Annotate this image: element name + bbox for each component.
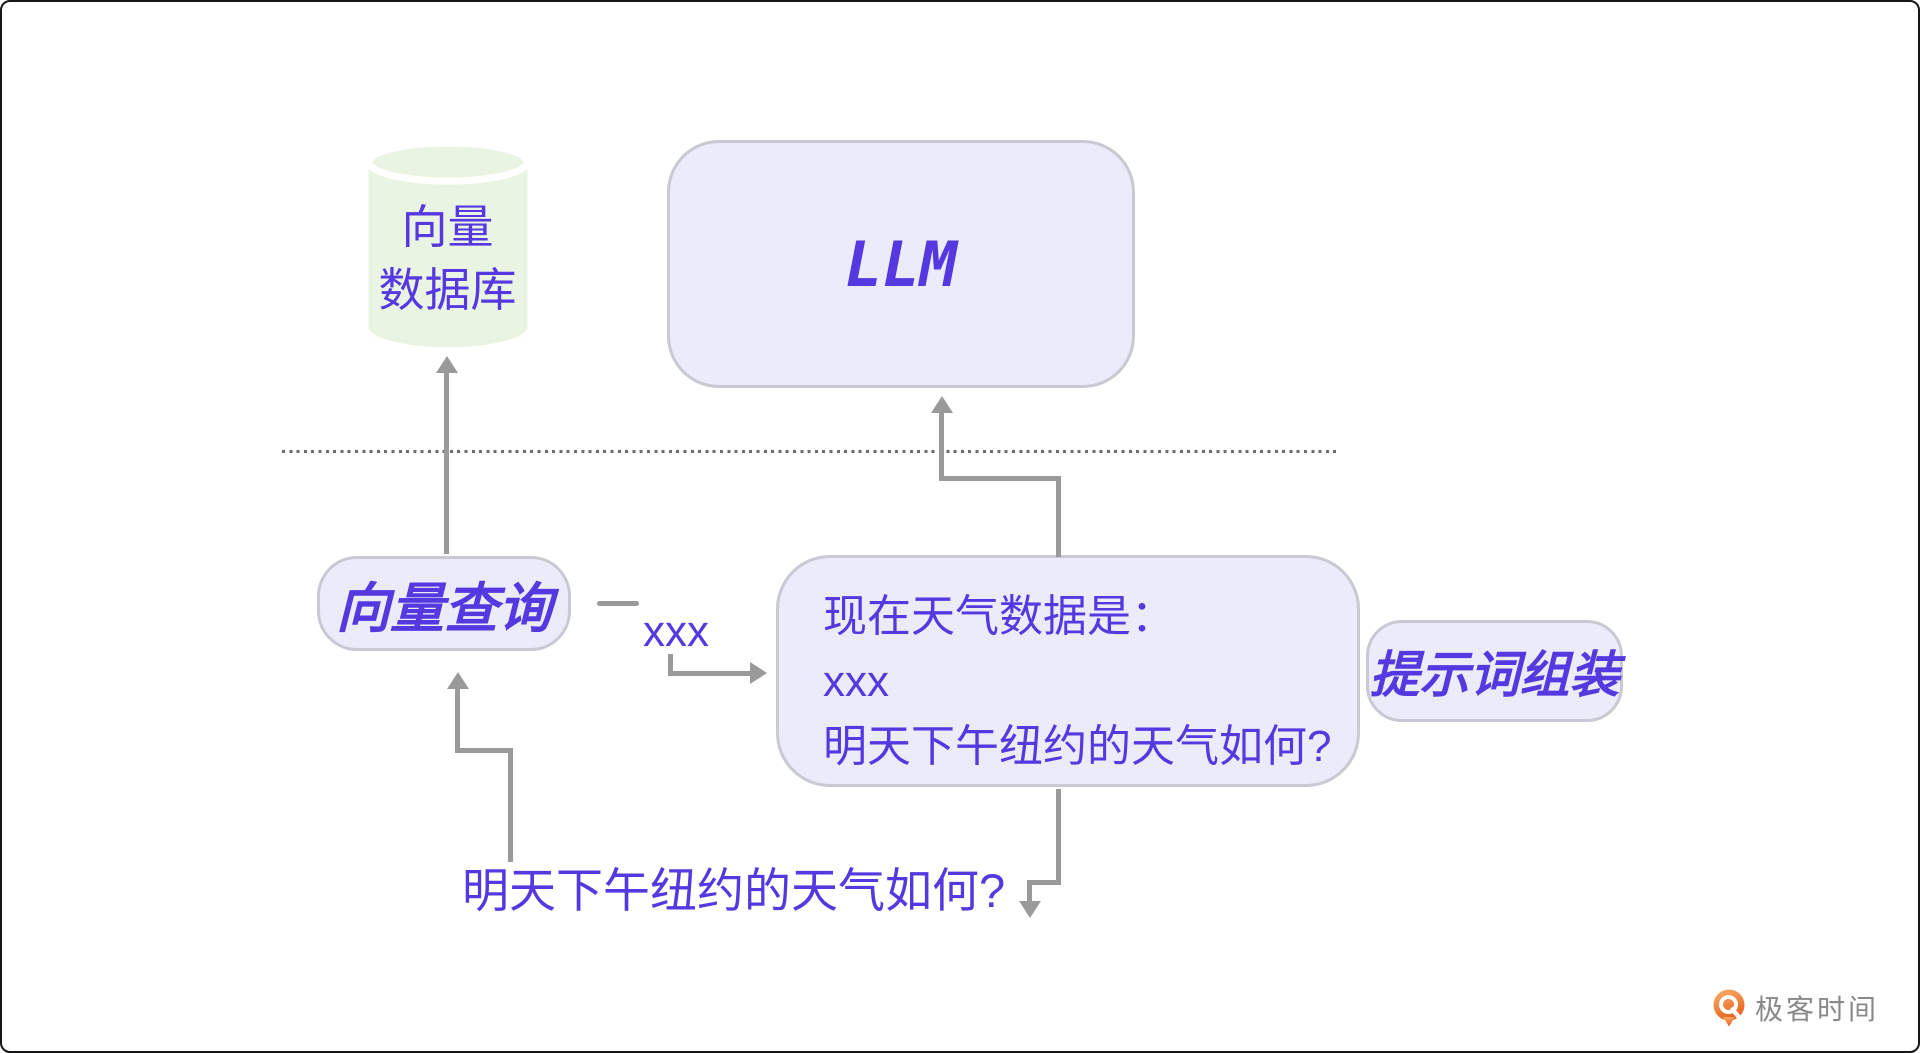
prompt-line-question: 明天下午纽约的天气如何? xyxy=(823,722,1332,771)
brand-name: 极客时间 xyxy=(1755,994,1880,1025)
arrow-prompt-to-llm-seg3 xyxy=(939,412,944,479)
prompt-content-node: 现在天气数据是： xxx 明天下午纽约的天气如何? xyxy=(776,555,1360,787)
arrow-prompt-down-seg3 xyxy=(1027,880,1032,902)
llm-label: LLM xyxy=(845,227,957,301)
arrow-prompt-down-seg1 xyxy=(1056,789,1061,885)
user-question-text: 明天下午纽约的天气如何? xyxy=(462,864,1006,917)
prompt-line-weather-data: 现在天气数据是： xyxy=(823,592,1175,641)
vector-db-label-line2: 数据库 xyxy=(378,264,517,316)
vector-query-node: 向量查询 xyxy=(317,556,571,651)
arrow-prompt-down-head-icon xyxy=(1019,901,1041,918)
arrow-xxx-to-prompt-head-icon xyxy=(750,662,767,684)
arrow-prompt-to-llm-seg1 xyxy=(1056,476,1061,557)
vector-db-label-line1: 向量 xyxy=(401,201,494,253)
dotted-divider-line xyxy=(282,450,1339,453)
prompt-content-text: 现在天气数据是： xxx 明天下午纽约的天气如何? xyxy=(779,558,1331,779)
llm-node: LLM xyxy=(667,140,1135,388)
database-cylinder-icon xyxy=(365,139,531,348)
query-xxx-connector-dash xyxy=(597,601,639,606)
prompt-assembly-node: 提示词组装 xyxy=(1366,620,1623,722)
arrow-prompt-down-seg2 xyxy=(1027,880,1061,885)
vector-db-label: 向量 数据库 xyxy=(367,196,528,322)
xxx-label: xxx xyxy=(643,607,709,656)
prompt-assembly-label: 提示词组装 xyxy=(1369,647,1620,703)
geektime-logo-icon xyxy=(1713,989,1745,1027)
vector-query-label: 向量查询 xyxy=(336,579,552,639)
arrow-prompt-to-llm-head-icon xyxy=(931,396,953,413)
prompt-line-xxx: xxx xyxy=(823,657,889,706)
arrow-prompt-to-llm-seg2 xyxy=(939,476,1061,481)
brand-footer: 极客时间 xyxy=(1712,988,1879,1028)
vector-db-cylinder xyxy=(365,139,531,348)
arrow-xxx-to-prompt-seg1 xyxy=(668,654,673,676)
arrow-query-to-db-line xyxy=(444,372,449,554)
arrow-question-to-query-head-icon xyxy=(447,672,469,689)
arrow-question-to-query-seg2 xyxy=(455,748,513,753)
arrow-question-to-query-seg1 xyxy=(508,748,513,862)
arrow-question-to-query-seg3 xyxy=(455,688,460,752)
arrow-xxx-to-prompt-seg2 xyxy=(668,671,754,676)
arrow-query-to-db-head-icon xyxy=(436,356,458,373)
